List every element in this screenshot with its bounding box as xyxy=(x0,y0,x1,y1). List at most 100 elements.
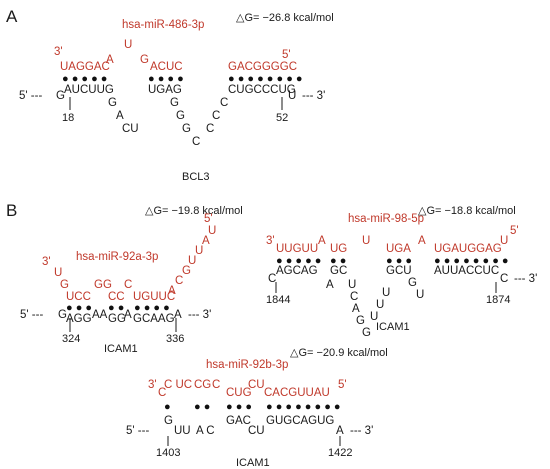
mir92a-tail-g: G xyxy=(60,279,69,291)
mir98-seg1: UUGUU xyxy=(276,243,318,255)
icam1a-mrna-seg2: GG xyxy=(108,313,126,325)
mir98-bulge-u: U xyxy=(362,235,370,247)
mir486-bulge-g: G xyxy=(140,54,149,66)
icam1a-mrna-loop1: AA xyxy=(92,309,108,321)
icam1a-mrna-g: G xyxy=(58,309,67,321)
mir92a-tail-end-1: A xyxy=(168,285,176,297)
icam1a-mrna-loop2: A xyxy=(124,309,132,321)
icam1b-pos-end: 1874 xyxy=(486,294,510,306)
mir92a-tail-end-5: U xyxy=(195,245,203,257)
mir92b-pair-dots: ● ● ● ● ● ● ● ● ● ● ● ● ● ● xyxy=(164,401,341,413)
mir92a-pair-dots: ● ● ● ● ● ● ● ● ● xyxy=(66,302,170,314)
mir98-tail-u: U xyxy=(500,235,508,247)
mir92a-tail-end: A C G U U A U xyxy=(168,225,216,297)
mir92a-tail-end-3: G xyxy=(182,265,191,277)
bcl3-3prime: --- 3' xyxy=(302,90,325,102)
svg-text:● ● ●: ● ● ● xyxy=(66,302,92,314)
icam1b-loop1-1: U xyxy=(348,279,356,291)
mir486-bulge-a: A xyxy=(106,54,114,66)
mir92a-tail-end-7: U xyxy=(208,225,216,237)
mir98-3prime: 3' xyxy=(266,235,275,247)
bcl3-loop2-1: G xyxy=(170,97,179,109)
icam1a-pos-start: 324 xyxy=(62,333,80,345)
mir92b-seg3: C xyxy=(212,379,220,391)
mir92a-seg2: GG xyxy=(94,279,112,291)
icam1b-mrna-seg1: AGCAG xyxy=(276,265,318,277)
mir92b-5prime: 5' xyxy=(338,379,347,391)
svg-text:● ● ●: ● ● ● xyxy=(386,255,412,267)
bcl3-pos-start: 18 xyxy=(62,112,74,124)
mir486-3prime: 3' xyxy=(54,46,63,58)
svg-text:● ● ● ● ● ● ● ●: ● ● ● ● ● ● ● ● xyxy=(228,73,303,85)
gene-label-bcl3: BCL3 xyxy=(182,171,210,183)
icam1c-mrna-seg4: CU xyxy=(248,425,265,437)
mir92a-tail-end-4: U xyxy=(188,255,196,267)
bcl3-loop2-4: C xyxy=(192,136,200,148)
icam1b-mrna-c2: C xyxy=(500,273,508,285)
icam1b-mrna-seg3: GCU xyxy=(386,265,412,277)
mir92b-3prime: 3' xyxy=(148,379,157,391)
svg-text:● ● ● ● ●: ● ● ● ● ● xyxy=(62,73,107,85)
mir92a-tail-end-2: C xyxy=(175,275,183,287)
icam1c-3prime: --- 3' xyxy=(350,425,373,437)
bcl3-mrna-seg3: CUGCCCUG xyxy=(228,84,296,96)
bcl3-loop2-5: C xyxy=(206,123,214,135)
gene-label-icam1-92a: ICAM1 xyxy=(104,343,138,355)
icam1c-mrna-seg3: GAC xyxy=(226,415,251,427)
bcl3-5prime: 5' --- xyxy=(19,90,42,102)
delta-g-92a: △G= −19.8 kcal/mol xyxy=(145,205,243,217)
icam1b-loop2-2: U xyxy=(376,299,384,311)
icam1b-loop1-2: C xyxy=(350,291,358,303)
svg-text:● ●: ● ● xyxy=(330,255,346,267)
icam1b-mrna-seg4: AUUACCUC xyxy=(434,265,499,277)
mir98-seg2: UG xyxy=(330,243,347,255)
gene-label-icam1-98: ICAM1 xyxy=(376,321,410,333)
bcl3-loop2-3: G xyxy=(182,123,191,135)
mir92a-seg5: UGUUC xyxy=(133,291,175,303)
icam1b-pos-start: 1844 xyxy=(266,294,290,306)
panel-label-a: A xyxy=(6,7,18,26)
svg-text:● ● ● ●: ● ● ● ● xyxy=(134,302,170,314)
mir486-bulge-u: U xyxy=(124,39,132,51)
bcl3-loop1-a: A xyxy=(116,110,124,122)
mir92a-tail-u: U xyxy=(54,267,62,279)
icam1a-mrna-seg1: AGG xyxy=(66,313,92,325)
bcl3-mrna-u: U xyxy=(288,90,296,102)
icam1b-loop2-4: G xyxy=(408,277,417,289)
icam1b-loop2-1: U xyxy=(370,311,378,323)
mir92a-3prime: 3' xyxy=(42,256,51,268)
mir92a-seg4: C xyxy=(124,279,132,291)
svg-text:● ● ● ●: ● ● ● ● xyxy=(148,73,184,85)
bcl3-loop1-cu: CU xyxy=(122,123,139,135)
svg-text:● ●: ● ● xyxy=(194,401,210,413)
icam1b-loop2-3: U xyxy=(382,287,390,299)
gene-label-icam1-92b: ICAM1 xyxy=(236,457,270,469)
svg-text:● ● ● ● ● ● ● ●: ● ● ● ● ● ● ● ● xyxy=(266,401,341,413)
mirna-name-92b: hsa-miR-92b-3p xyxy=(206,359,288,371)
bcl3-loop1-g: G xyxy=(108,97,117,109)
bcl3-mrna-g: G xyxy=(56,90,65,102)
mir92b-seg6: CACGUUAU xyxy=(264,387,330,399)
icam1b-mrna-a: A xyxy=(326,279,334,291)
mir98-pair-dots: ● ● ● ● ● ● ● ● ● ● ● ● ● ● ● ● ● ● xyxy=(276,255,509,267)
mirna-name-92a: hsa-miR-92a-3p xyxy=(76,251,158,263)
icam1c-mrna-seg1: UU xyxy=(174,425,191,437)
bcl3-mrna-seg1: AUCUUG xyxy=(64,84,114,96)
bcl3-loop2-7: C xyxy=(220,97,228,109)
mir486-seg3: GACGGGGC xyxy=(228,61,297,73)
icam1c-pos-start: 1403 xyxy=(156,447,180,459)
bcl3-loop2-6: C xyxy=(212,110,220,122)
icam1c-mrna-seg5: GUGCAGUG xyxy=(266,415,334,427)
icam1b-loop1-5: G xyxy=(362,327,371,339)
svg-text:● ● ● ● ●: ● ● ● ● ● xyxy=(276,255,321,267)
mir92a-tail-end-6: A xyxy=(202,235,210,247)
mir92b-seg2: CG xyxy=(194,379,211,391)
mir486-pair-dots: ● ● ● ● ● ● ● ● ● ● ● ● ● ● ● ● ● xyxy=(62,73,303,85)
icam1b-3prime: --- 3' xyxy=(514,273,537,285)
icam1c-pos-end: 1422 xyxy=(328,447,352,459)
mir92a-seg1: UCC xyxy=(66,291,91,303)
bcl3-mrna-seg2: UGAG xyxy=(148,84,182,96)
mir92a-5prime: 5' xyxy=(204,213,213,225)
icam1b-loop1-3: A xyxy=(352,303,360,315)
